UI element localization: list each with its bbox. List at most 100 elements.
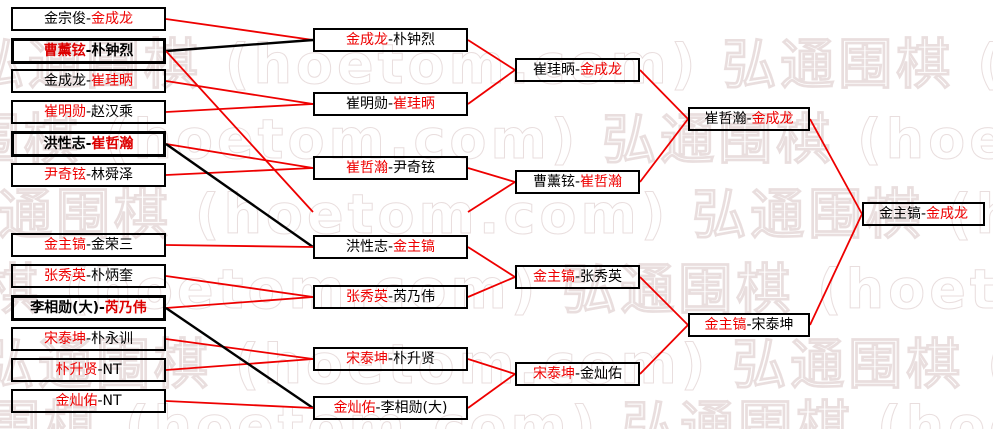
match-box-r1m1[interactable]: 金宗俊-金成龙 [11, 7, 166, 31]
bracket-connector-e14 [165, 307, 314, 409]
match-box-r1m12[interactable]: 金灿佑-NT [11, 389, 166, 413]
player-separator: - [85, 237, 92, 253]
match-box-r1m7[interactable]: 金主镐-金荣三 [11, 233, 166, 257]
player-right: 林舜泽 [91, 167, 134, 183]
player-left: 金灿佑 [333, 400, 376, 416]
player-separator: - [387, 96, 394, 112]
player-separator: - [746, 111, 752, 127]
player-separator: - [574, 269, 581, 285]
player-right: 李相勋(大) [380, 400, 448, 416]
match-box-r2m1[interactable]: 金成龙-朴钟烈 [313, 28, 468, 52]
player-left: 洪性志 [345, 239, 388, 255]
player-separator: - [387, 239, 394, 255]
player-left: 崔明勋 [43, 104, 86, 120]
bracket-connector-e19 [467, 181, 516, 213]
player-right: 朴升贤 [393, 351, 436, 367]
bracket-connector-e2 [165, 38, 314, 53]
match-box-r3m4[interactable]: 宋泰坤-金灿佑 [515, 362, 640, 386]
player-right: 金主镐 [393, 239, 436, 255]
match-box-r2m4[interactable]: 洪性志-金主镐 [313, 235, 468, 259]
bracket-connector-e11 [165, 296, 314, 309]
bracket-connector-e16 [467, 39, 516, 71]
player-left: 金主镐 [704, 317, 747, 333]
player-left: 金成龙 [345, 32, 388, 48]
player-left: 尹奇铉 [43, 167, 86, 183]
player-left: 崔哲瀚 [345, 160, 388, 176]
player-left: 金主镐 [878, 206, 921, 222]
match-box-r2m6[interactable]: 宋泰坤-朴升贤 [313, 347, 468, 371]
match-box-r5m1[interactable]: 金主镐-金成龙 [862, 202, 985, 226]
player-left: 宋泰坤 [43, 331, 86, 347]
player-left: 金主镐 [43, 237, 86, 253]
player-right: 朴钟烈 [393, 32, 436, 48]
player-separator: - [920, 206, 927, 222]
player-left: 张秀英 [345, 289, 388, 305]
player-left: 宋泰坤 [532, 366, 575, 382]
bracket-connector-e26 [639, 276, 689, 326]
player-right: NT [102, 393, 122, 409]
match-box-r1m9[interactable]: 李相勋(大)-芮乃伟 [11, 295, 166, 321]
match-box-r3m3[interactable]: 金主镐-张秀英 [515, 265, 640, 289]
player-left: 金灿佑 [55, 393, 98, 409]
player-separator: - [97, 362, 103, 378]
player-right: 宋泰坤 [751, 317, 794, 333]
player-left: 张秀英 [43, 268, 86, 284]
player-separator: - [85, 73, 92, 89]
bracket-connector-e10 [165, 275, 314, 298]
player-right: 朴炳奎 [91, 268, 134, 284]
match-box-r1m6[interactable]: 尹奇铉-林舜泽 [11, 163, 166, 187]
player-left: 崔明勋 [345, 96, 388, 112]
player-separator: - [85, 167, 92, 183]
player-left: 崔珪昞 [532, 62, 575, 78]
player-right: 金成龙 [926, 206, 969, 222]
player-right: NT [102, 362, 122, 378]
match-box-r4m2[interactable]: 金主镐-宋泰坤 [688, 313, 810, 337]
bracket-connector-e17 [467, 69, 516, 105]
player-right: 金成龙 [751, 111, 794, 127]
bracket-connector-e21 [467, 276, 516, 298]
player-separator: - [85, 11, 92, 27]
player-left: 曹薰铉 [43, 43, 86, 59]
match-box-r1m4[interactable]: 崔明勋-赵汉乘 [11, 100, 166, 124]
player-left: 金主镐 [532, 269, 575, 285]
player-separator: - [746, 317, 752, 333]
match-box-r1m3[interactable]: 金成龙-崔珪昞 [11, 69, 166, 93]
player-separator: - [85, 104, 92, 120]
match-box-r1m11[interactable]: 朴升贤-NT [11, 358, 166, 382]
player-left: 李相勋(大) [30, 300, 99, 316]
match-box-r3m2[interactable]: 曹薰铉-崔哲瀚 [515, 170, 640, 194]
match-box-r2m5[interactable]: 张秀英-芮乃伟 [313, 285, 468, 309]
player-left: 金宗俊 [43, 11, 86, 27]
match-box-r1m8[interactable]: 张秀英-朴炳奎 [11, 264, 166, 288]
player-right: 尹奇铉 [393, 160, 436, 176]
match-box-r1m10[interactable]: 宋泰坤-朴永训 [11, 327, 166, 351]
bracket-connector-e25 [639, 118, 689, 183]
match-box-r2m2[interactable]: 崔明勋-崔珪昞 [313, 92, 468, 116]
player-right: 金灿佑 [580, 366, 623, 382]
match-box-r2m7[interactable]: 金灿佑-李相勋(大) [313, 396, 468, 420]
bracket-connector-e3 [165, 80, 314, 105]
match-box-r3m1[interactable]: 崔珪昞-金成龙 [515, 58, 640, 82]
player-right: 芮乃伟 [104, 300, 147, 316]
bracket-connector-e23 [467, 373, 516, 409]
bracket-connector-e28 [809, 118, 863, 215]
match-box-r1m2[interactable]: 曹薰铉-朴钟烈 [11, 38, 166, 64]
player-separator: - [387, 32, 394, 48]
bracket-connector-e4 [165, 103, 314, 113]
player-right: 朴钟烈 [91, 43, 134, 59]
bracket-connector-e9 [165, 244, 314, 248]
player-left: 金成龙 [43, 73, 86, 89]
player-right: 崔哲瀚 [91, 136, 134, 152]
match-box-r4m1[interactable]: 崔哲瀚-金成龙 [688, 107, 810, 131]
player-right: 金成龙 [580, 62, 623, 78]
player-separator: - [574, 174, 581, 190]
player-separator: - [85, 268, 92, 284]
player-separator: - [387, 289, 394, 305]
player-separator: - [97, 393, 103, 409]
match-box-r1m5[interactable]: 洪性志-崔哲瀚 [11, 131, 166, 157]
player-left: 朴升贤 [55, 362, 98, 378]
match-box-r2m3[interactable]: 崔哲瀚-尹奇铉 [313, 156, 468, 180]
bracket-connector-e7 [165, 50, 314, 213]
bracket-connector-e15 [165, 400, 314, 409]
bracket-connector-e27 [639, 324, 689, 375]
